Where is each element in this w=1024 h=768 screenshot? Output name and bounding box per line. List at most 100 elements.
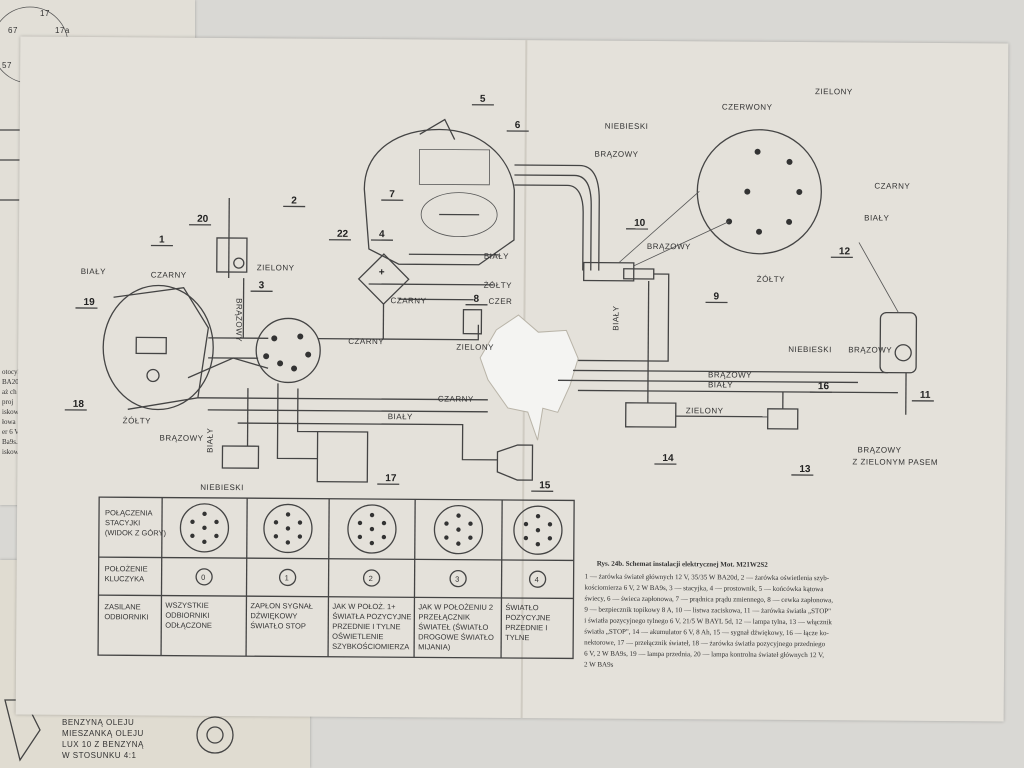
table-row-header: (WIDOK Z GÓRY) bbox=[105, 528, 167, 537]
caption-line: nektorowe, 17 — przełącznik świateł, 18 … bbox=[584, 639, 826, 649]
connector-pin bbox=[285, 540, 291, 545]
harness-wire bbox=[514, 164, 600, 271]
wire-label-brazowy: BRĄZOWY bbox=[647, 242, 691, 251]
receivers-cell: TYLNE bbox=[505, 633, 529, 642]
wire-label-zielony: ZIELONY bbox=[456, 343, 494, 352]
callout-4: 4 bbox=[379, 229, 385, 240]
engine-cylinder bbox=[418, 148, 491, 186]
bg-label-17a: 17a bbox=[55, 26, 70, 35]
connector-pin bbox=[444, 535, 449, 540]
connector-pin bbox=[285, 526, 291, 531]
key-position-number: 1 bbox=[285, 573, 289, 582]
bg-label-67: 67 bbox=[8, 26, 18, 35]
connector-pin bbox=[285, 512, 291, 517]
connector-pin bbox=[190, 519, 195, 524]
wire bbox=[197, 397, 488, 401]
wire-label-zielony: ZIELONY bbox=[257, 263, 295, 272]
wire-label-z-zielonym-pasem: Z ZIELONYM PASEM bbox=[852, 457, 938, 467]
wire bbox=[578, 273, 670, 362]
control-lamp-bulb bbox=[233, 257, 245, 269]
wire-label-czarny: CZARNY bbox=[348, 337, 384, 346]
connector-pin bbox=[547, 536, 553, 541]
callout-5: 5 bbox=[480, 94, 486, 105]
connector-pin bbox=[456, 527, 461, 532]
receivers-cell: ODŁĄCZONE bbox=[165, 621, 212, 630]
caption-line: 1 — żarówka świateł głównych 12 V, 35/35… bbox=[585, 573, 830, 583]
callout-6: 6 bbox=[515, 120, 521, 131]
receivers-cell: WSZYSTKIE bbox=[165, 601, 208, 610]
wire bbox=[408, 253, 499, 256]
wiring-diagram: + bbox=[64, 87, 938, 669]
wire-label-zolty: ŻÓŁTY bbox=[123, 416, 152, 425]
ignition-switch bbox=[255, 317, 321, 384]
callout-11: 11 bbox=[920, 390, 931, 401]
connector-pin bbox=[523, 535, 529, 541]
table-row-header: ZASILANE bbox=[104, 602, 140, 611]
wire-label-zielony: ZIELONY bbox=[815, 87, 853, 96]
wire bbox=[633, 221, 730, 267]
bg-side-text: łowa bbox=[2, 418, 17, 426]
switch-connector-view bbox=[513, 505, 563, 555]
connector-pin bbox=[456, 541, 461, 546]
wire-label-czarny: CZARNY bbox=[151, 270, 187, 279]
ignition-coil bbox=[462, 309, 483, 335]
receivers-cell: ŚWIATEŁ (ŚWIATŁO bbox=[418, 622, 488, 631]
switch-connector-view bbox=[433, 504, 484, 555]
engine-outline bbox=[363, 128, 515, 266]
connector-pin bbox=[202, 511, 207, 517]
stop-lamp-bulb bbox=[894, 344, 912, 362]
switch-connector-view bbox=[347, 504, 397, 554]
caption-line: 9 — bezpiecznik topikowy 8 A, 10 — listw… bbox=[584, 606, 831, 616]
caption-line: 2 W BA9s bbox=[584, 661, 614, 669]
wire-label-niebieski: NIEBIESKI bbox=[200, 483, 244, 492]
connector-pin bbox=[202, 539, 207, 545]
wire-label-zolty: ŻÓŁTY bbox=[757, 275, 786, 284]
caption-lines: 1 — żarówka świateł głównych 12 V, 35/35… bbox=[584, 573, 833, 669]
connector-block bbox=[221, 445, 260, 469]
connector-pin bbox=[273, 534, 279, 539]
bg-bottom-line: W STOSUNKU 4:1 bbox=[62, 751, 136, 760]
stop-light-switch bbox=[767, 408, 799, 430]
wire-label-brazowy: BRĄZOWY bbox=[234, 298, 243, 342]
wire bbox=[675, 415, 768, 418]
callout-13: 13 bbox=[799, 464, 811, 475]
connector-pin bbox=[369, 526, 375, 532]
callout-2: 2 bbox=[291, 195, 297, 206]
bg-bottom-line: BENZYNĄ OLEJU bbox=[62, 718, 134, 727]
terminal-strip bbox=[583, 261, 635, 282]
caption-line: i światła pozycyjnego tylnego 6 V, 21/5 … bbox=[584, 617, 832, 627]
bg-gear-hub bbox=[206, 726, 224, 744]
wire-label-zolty: ŻÓŁTY bbox=[484, 281, 513, 290]
battery bbox=[625, 402, 677, 428]
callout-10: 10 bbox=[634, 218, 646, 229]
rectifier bbox=[357, 253, 410, 306]
horn bbox=[496, 444, 534, 481]
wire-label-czarny: CZARNY bbox=[391, 296, 427, 305]
wire-label-bialy: BIAŁY bbox=[484, 252, 509, 261]
wire-label-czarny: CZARNY bbox=[874, 182, 910, 191]
receivers-cell: JAK W POŁOŻ. 1+ bbox=[332, 602, 396, 611]
receivers-cell: ŚWIATŁO STOP bbox=[250, 621, 306, 630]
switch-position-table bbox=[97, 496, 575, 660]
connector-pin bbox=[535, 513, 541, 519]
receivers-cell: DŹWIĘKOWY bbox=[250, 611, 297, 620]
light-switch-connector bbox=[696, 129, 822, 255]
receivers-cell: PRZEŁĄCZNIK bbox=[418, 612, 470, 621]
wire bbox=[398, 298, 474, 301]
receivers-cell: PRZEDNIE I bbox=[505, 623, 547, 632]
connector-pin bbox=[456, 513, 461, 518]
receivers-cell: DROGOWE ŚWIATŁO bbox=[418, 632, 494, 642]
table-row-header: POŁĄCZENIA bbox=[105, 508, 153, 517]
caption-title: Rys. 24b. Schemat instalacji elektryczne… bbox=[597, 560, 769, 569]
connector-pin bbox=[369, 540, 375, 546]
connector-pin bbox=[523, 521, 529, 527]
wire-label-brazowy: BRĄZOWY bbox=[708, 370, 752, 379]
wire-label-bialy: BIAŁY bbox=[864, 213, 889, 222]
bg-side-text: BA20d, bbox=[2, 378, 24, 386]
bg-side-text: otocykl bbox=[2, 368, 23, 376]
bg-label-57: 57 bbox=[2, 61, 12, 70]
switch-connector-view bbox=[179, 503, 230, 553]
spark-plug-cap bbox=[419, 118, 456, 140]
connector-pin bbox=[535, 541, 541, 547]
wire-label-brazowy: BRĄZOWY bbox=[595, 150, 639, 159]
